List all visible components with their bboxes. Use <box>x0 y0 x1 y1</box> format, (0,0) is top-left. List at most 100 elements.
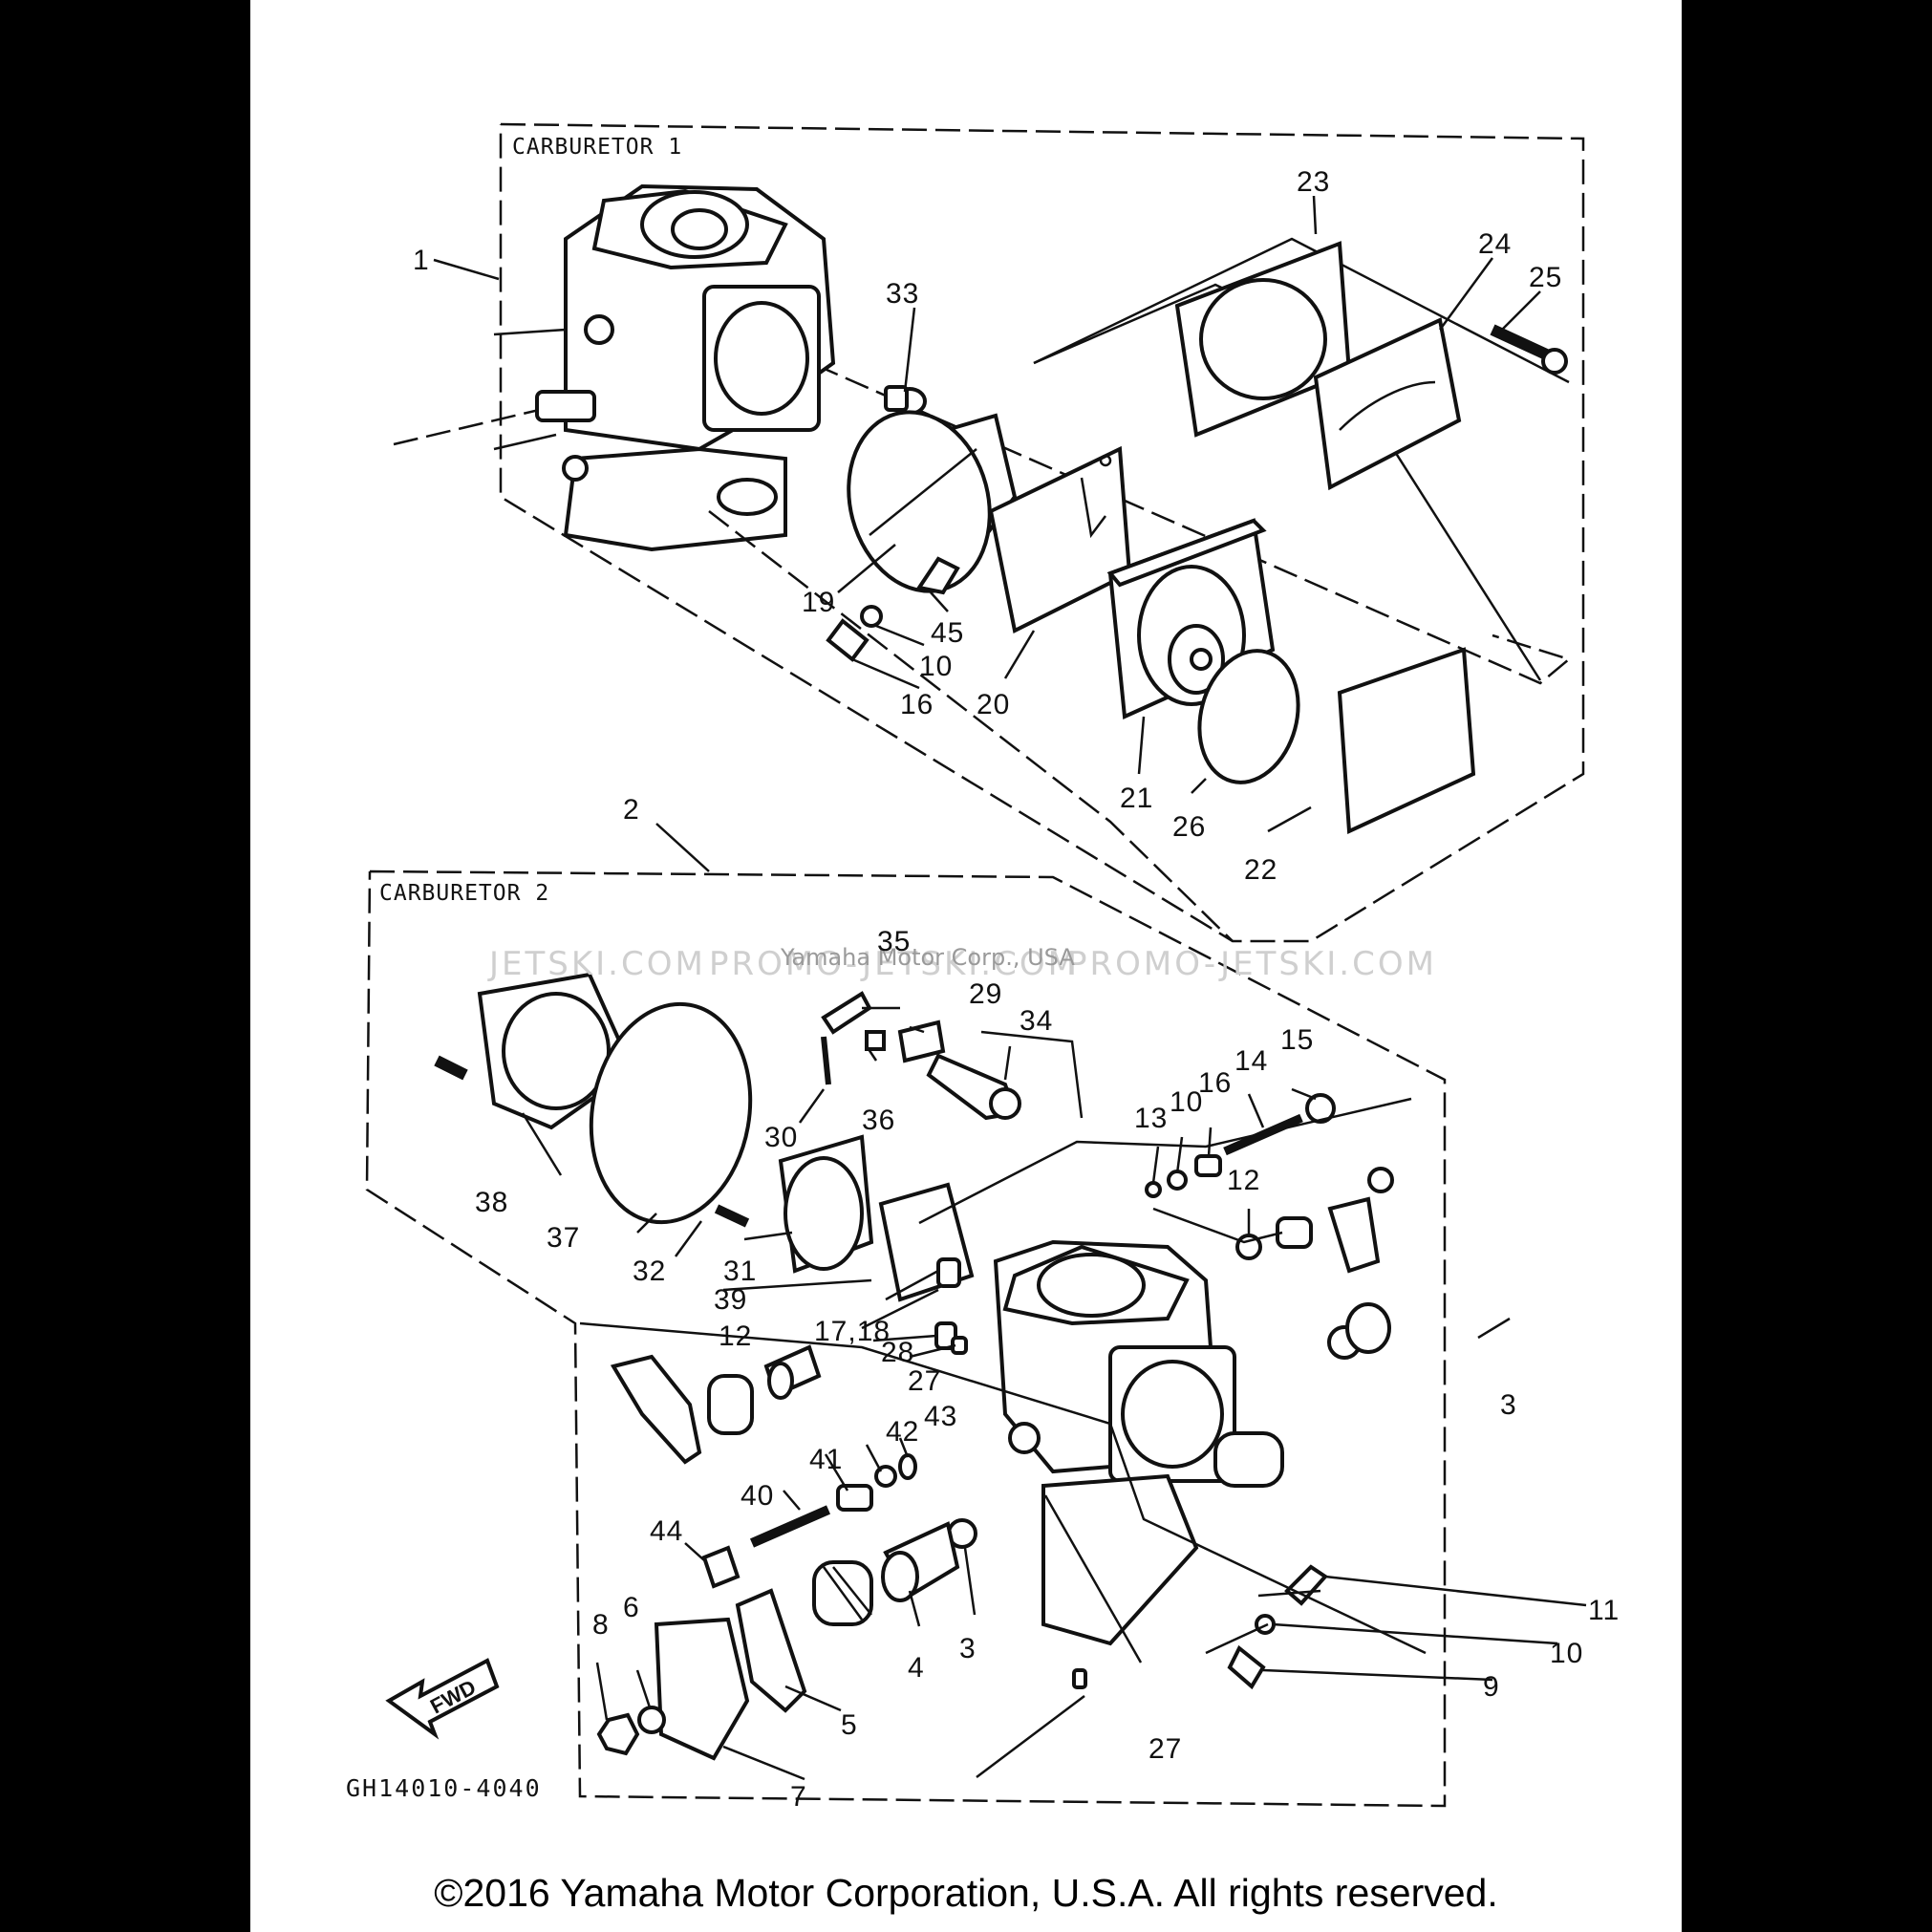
part-31-cover <box>778 1134 874 1274</box>
callout-9: 9 <box>1483 1671 1500 1703</box>
leader-lines <box>433 195 1587 1781</box>
callout-3-right: 3 <box>1500 1389 1517 1421</box>
part-22-gasket <box>1337 647 1476 835</box>
watermark-center: Yamaha Motor Corp., USA <box>780 944 1075 971</box>
part-link-lever <box>1327 1196 1381 1274</box>
callout-41: 41 <box>809 1444 843 1475</box>
carb-link-line <box>708 510 1234 942</box>
watermark-mid: PROMO-JETSKI.COM <box>709 945 1079 983</box>
part-19-diaphragm <box>847 410 1018 593</box>
part-11-screw <box>1284 1564 1329 1606</box>
part-16-spring <box>826 618 869 662</box>
part-41-spring <box>836 1484 873 1512</box>
callout-6: 6 <box>623 1592 640 1623</box>
part-45-needle <box>915 556 960 595</box>
part-14-screw <box>1223 1113 1303 1156</box>
part-13-o-ring <box>1145 1181 1162 1198</box>
part-34-bracket <box>980 1030 1084 1119</box>
part-torsion-spring <box>812 1560 873 1626</box>
part-8-nut <box>596 1712 640 1756</box>
callout-3-left: 3 <box>959 1633 977 1664</box>
callout-10-top: 10 <box>919 651 953 682</box>
callout-29: 29 <box>969 978 1002 1010</box>
callout-12-right: 12 <box>1227 1165 1260 1196</box>
watermark-left: JETSKI.COM <box>487 945 706 983</box>
callout-43: 43 <box>924 1401 957 1432</box>
callout-10-right: 10 <box>1170 1086 1203 1118</box>
callout-38: 38 <box>475 1187 508 1218</box>
part-nut-right <box>1367 1167 1394 1193</box>
carburetor-1-boundary <box>499 122 1585 943</box>
callout-26: 26 <box>1172 811 1206 843</box>
callout-25: 25 <box>1529 262 1562 293</box>
carburetor-1-body <box>493 183 836 552</box>
part-44-cap <box>701 1545 741 1589</box>
callout-39: 39 <box>714 1284 747 1316</box>
callout-4: 4 <box>908 1652 925 1684</box>
part-26-o-ring <box>1197 649 1300 784</box>
callout-numbers: 1 33 23 24 25 19 45 10 16 20 21 26 22 2 … <box>413 166 1620 1813</box>
callout-19: 19 <box>802 587 835 618</box>
part-24-cover <box>1313 317 1462 491</box>
callout-32: 32 <box>633 1256 666 1287</box>
callout-20: 20 <box>977 689 1010 720</box>
part-15-cap <box>1305 1093 1336 1124</box>
watermark-right: PROMO-JETSKI.COM <box>1067 945 1437 983</box>
part-32-screw <box>714 1204 750 1228</box>
part-9-spring <box>1227 1644 1266 1690</box>
part-25-screw <box>1490 324 1568 375</box>
part-34-needle-valve <box>926 1053 1021 1121</box>
part-40-screw <box>749 1505 831 1548</box>
callout-22: 22 <box>1244 854 1277 886</box>
callout-27-top: 27 <box>908 1365 941 1397</box>
callout-11: 11 <box>1588 1595 1620 1626</box>
part-return-spring <box>707 1374 754 1435</box>
part-36-screw <box>865 1030 886 1051</box>
part-10-washer <box>860 605 883 628</box>
part-5-lever <box>735 1588 807 1713</box>
part-10-washer-bottom <box>1255 1614 1276 1635</box>
callout-16-top: 16 <box>900 689 934 720</box>
callout-35: 35 <box>877 926 911 957</box>
part-left-bracket <box>610 1354 702 1465</box>
callout-14: 14 <box>1234 1045 1268 1077</box>
callout-23: 23 <box>1297 166 1330 198</box>
callout-17-18: 17,18 <box>814 1316 891 1347</box>
callout-36: 36 <box>862 1105 895 1136</box>
callout-1: 1 <box>413 245 430 276</box>
part-38-screw <box>434 1055 468 1081</box>
callout-42: 42 <box>886 1416 919 1448</box>
carburetor-1-title: CARBURETOR 1 <box>512 135 682 160</box>
part-17-18-jet <box>936 1257 961 1288</box>
carb2-plane-mid <box>1152 1207 1283 1244</box>
part-27-plug-bottom <box>1072 1668 1087 1689</box>
callout-2: 2 <box>623 794 640 826</box>
part-35-clip <box>821 991 872 1035</box>
diagram-code: GH14010-4040 <box>346 1774 542 1802</box>
part-7-throttle-cam <box>654 1617 750 1761</box>
callout-16-right: 16 <box>1198 1067 1232 1099</box>
fwd-arrow: FWD <box>385 1658 500 1740</box>
callout-13: 13 <box>1134 1103 1168 1134</box>
callout-44: 44 <box>650 1515 683 1547</box>
callout-10-bottom: 10 <box>1550 1638 1583 1669</box>
carb2-plane-lines <box>579 1321 1427 1655</box>
part-37-diaphragm <box>589 1001 753 1225</box>
callout-28: 28 <box>881 1337 914 1368</box>
callout-37: 37 <box>547 1222 580 1254</box>
copyright-notice: ©2016 Yamaha Motor Corporation, U.S.A. A… <box>434 1871 1498 1915</box>
part-4-sleeve <box>881 1521 960 1602</box>
callout-27-bottom: 27 <box>1148 1733 1182 1765</box>
carb2-plane-upper <box>918 1097 1412 1225</box>
callout-7: 7 <box>790 1781 807 1813</box>
carburetor-2-boundary <box>365 869 1447 1808</box>
callout-12-left: 12 <box>719 1320 752 1352</box>
part-6-clip <box>637 1706 666 1734</box>
callout-21: 21 <box>1120 783 1153 814</box>
callout-31: 31 <box>723 1256 757 1287</box>
carb1-upper-plane <box>1033 237 1570 384</box>
part-33-plug <box>884 385 927 416</box>
part-12-collar-left <box>763 1344 822 1400</box>
callout-30: 30 <box>764 1122 798 1153</box>
part-23-gasket <box>1174 241 1352 438</box>
